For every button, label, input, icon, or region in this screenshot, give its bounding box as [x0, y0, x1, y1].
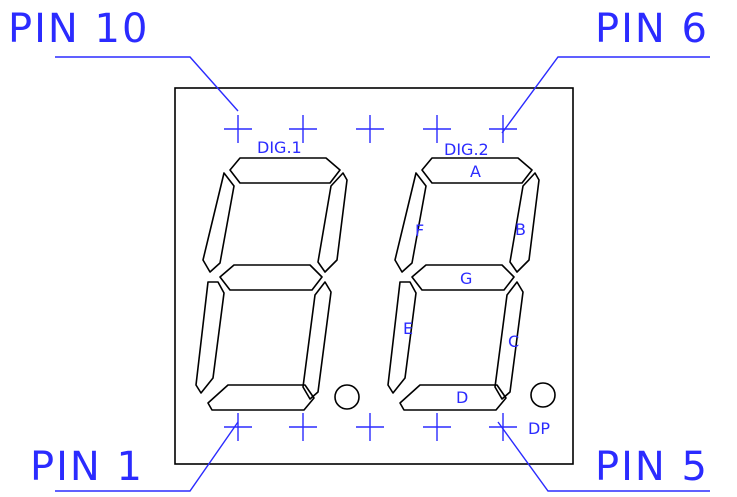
digit-2-segment-c: [494, 281, 524, 400]
digit-2-label: DIG.2: [444, 140, 489, 159]
segment-b-label: B: [515, 220, 526, 239]
pin-marker: [224, 413, 252, 441]
pin-marker: [289, 413, 317, 441]
digit-2-segment-f: [394, 172, 427, 273]
digit-1-segment-c: [302, 281, 332, 400]
pin-marker: [289, 115, 317, 143]
segment-g-label: G: [460, 269, 472, 288]
segment-dp-label: DP: [528, 419, 550, 438]
pin-10-leader: [55, 56, 239, 112]
digit-1-segment-e: [195, 281, 225, 394]
digit-1-segment-b: [317, 172, 348, 273]
pin-5-label: PIN 5: [595, 444, 709, 490]
pin-marker: [224, 115, 252, 143]
segment-e-label: E: [403, 319, 413, 338]
digit-1-segment-g: [219, 264, 323, 291]
pin-marker: [356, 115, 384, 143]
pin-6-leader: [501, 56, 710, 134]
digit-1-segment-d: [207, 384, 315, 411]
digit-1: [195, 157, 348, 411]
digit-2: [387, 157, 540, 411]
segment-d-label: D: [456, 388, 468, 407]
segment-a-label: A: [470, 162, 481, 181]
pin-6-label: PIN 6: [595, 6, 709, 52]
digit-1-label: DIG.1: [257, 138, 302, 157]
pin-marker: [356, 413, 384, 441]
segment-c-label: C: [508, 332, 519, 351]
digit-1-segment-f: [202, 172, 235, 273]
digit-2-segment-e: [387, 281, 417, 394]
digit-1-decimal-point: [334, 384, 360, 410]
digit-2-segment-b: [509, 172, 540, 273]
digit-1-segment-a: [229, 157, 341, 184]
pin-marker: [489, 115, 517, 143]
pin-1-label: PIN 1: [30, 444, 144, 490]
pin-10-label: PIN 10: [8, 6, 149, 52]
pin-marker: [423, 413, 451, 441]
pin-marker: [489, 413, 517, 441]
bottom-pin-markers: [224, 413, 517, 441]
pin-1-leader: [55, 421, 239, 492]
digit-2-segment-d: [399, 384, 507, 411]
package-outline: [174, 87, 574, 465]
pin-5-leader: [497, 421, 710, 492]
digit-2-segment-g: [411, 264, 515, 291]
segment-f-label: F: [415, 221, 424, 240]
top-pin-markers: [224, 115, 517, 143]
pin-marker: [423, 115, 451, 143]
digit-2-segment-a: [421, 157, 533, 184]
digit-2-decimal-point: [530, 382, 556, 408]
